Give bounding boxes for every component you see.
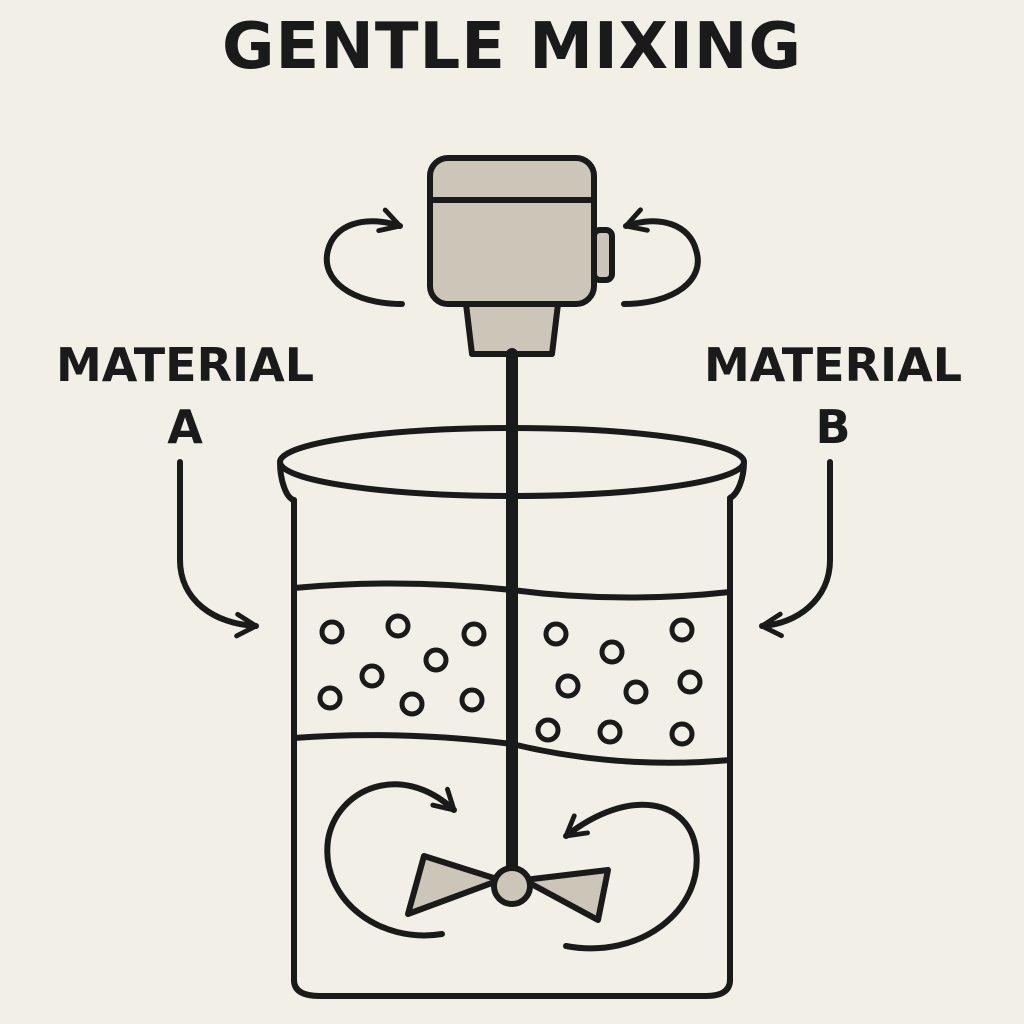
material-b-label: MATERIAL B	[688, 334, 978, 458]
particle-circle-icon	[543, 621, 569, 647]
particle-circle-icon	[385, 613, 411, 639]
impeller-hub	[491, 865, 533, 907]
mixer-motor-icon	[427, 155, 615, 357]
impeller-blade-left	[405, 853, 503, 917]
particle-circle-icon	[669, 721, 695, 747]
motor-side-knob	[591, 227, 615, 283]
particle-circle-icon	[599, 639, 625, 665]
impeller-icon	[405, 853, 611, 923]
beaker-body	[291, 495, 733, 999]
particle-circle-icon	[623, 679, 649, 705]
material-a-line2: A	[167, 400, 203, 454]
material-b-line1: MATERIAL	[703, 338, 963, 392]
material-b-feed-arrow	[759, 459, 833, 639]
particle-circle-icon	[461, 621, 487, 647]
particle-circle-icon	[597, 719, 623, 745]
motor-housing	[427, 155, 597, 307]
impeller-blade-right	[521, 867, 611, 923]
particle-circle-icon	[423, 647, 449, 673]
material-b-line2: B	[815, 400, 851, 454]
flow-loop-left-arrow	[324, 781, 457, 939]
particle-circle-icon	[677, 669, 703, 695]
motor-rotation-right-arrow	[621, 207, 701, 307]
particle-group	[317, 613, 703, 747]
particle-circle-icon	[535, 717, 561, 743]
particle-circle-icon	[669, 617, 695, 643]
particle-circle-icon	[459, 687, 485, 713]
motor-rotation-left-arrow	[323, 207, 405, 307]
material-a-feed-arrow	[177, 459, 259, 639]
material-a-label: MATERIAL A	[40, 334, 330, 458]
material-a-line1: MATERIAL	[55, 338, 315, 392]
particle-circle-icon	[399, 691, 425, 717]
particle-circle-icon	[317, 685, 343, 711]
flow-loop-right-arrow	[563, 801, 700, 952]
particle-circle-icon	[359, 663, 385, 689]
motor-coupling	[463, 301, 561, 357]
diagram-title: GENTLE MIXING	[222, 10, 802, 84]
particle-circle-icon	[319, 619, 345, 645]
particle-circle-icon	[555, 673, 581, 699]
